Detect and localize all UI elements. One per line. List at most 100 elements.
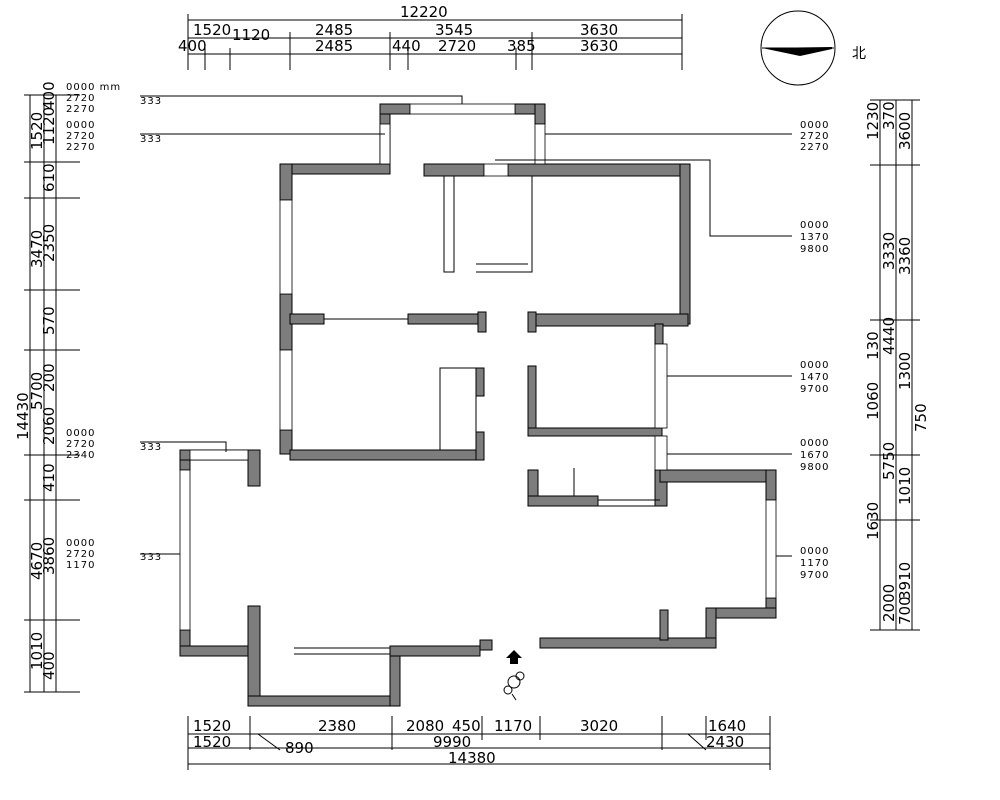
dim-top-2: 2485 bbox=[315, 21, 353, 39]
svg-text:0000: 0000 bbox=[800, 438, 829, 449]
dimension-left: 14430 1520 3470 5700 4670 1010 400 1120 … bbox=[14, 81, 80, 693]
svg-text:0000: 0000 bbox=[800, 360, 829, 371]
dim-right-outer-3: 4440 bbox=[880, 317, 898, 355]
dim-top-r2-2: 1120 bbox=[232, 26, 270, 44]
window-left-1 bbox=[279, 199, 293, 295]
window-tags-right: 0000 2720 2270 0000 1370 9800 0000 1470 … bbox=[495, 120, 829, 581]
dim-left-inner-3: 610 bbox=[40, 163, 58, 192]
compass: 北 bbox=[760, 10, 866, 86]
svg-text:0000: 0000 bbox=[800, 120, 829, 131]
dim-left-outer-2: 3470 bbox=[28, 230, 46, 268]
dim-right-inner-7: 1010 bbox=[896, 467, 914, 505]
dim-right-outer-4: 1300 bbox=[896, 352, 914, 390]
plant-icon bbox=[503, 671, 525, 701]
dim-right-outer-1: 3600 bbox=[896, 112, 914, 150]
dim-left-inner-4: 2350 bbox=[40, 224, 58, 262]
window-top-right bbox=[534, 123, 546, 165]
window-tag-right-3: 0000 1470 9700 bbox=[800, 360, 829, 395]
svg-text:2270: 2270 bbox=[66, 104, 95, 115]
dim-bottom-7: 1640 bbox=[708, 717, 746, 735]
dim-left-inner-2: 1120 bbox=[40, 107, 58, 145]
dim-right-inner-10: 700 bbox=[896, 596, 914, 625]
dimension-bottom: 1520 2380 2080 450 1170 3020 1640 1520 8… bbox=[187, 716, 771, 770]
svg-text:2720: 2720 bbox=[800, 131, 829, 142]
dim-right-inner-3: 3330 bbox=[880, 232, 898, 270]
dim-right-inner-5: 130 bbox=[864, 331, 882, 360]
svg-text:1370: 1370 bbox=[800, 232, 829, 243]
walls bbox=[179, 103, 777, 707]
svg-text:9700: 9700 bbox=[800, 570, 829, 581]
svg-text:1470: 1470 bbox=[800, 372, 829, 383]
window-tag-left-1: 0000 mm 2720 2270 333 bbox=[66, 82, 162, 115]
svg-text:333: 333 bbox=[140, 96, 162, 107]
window-left-2 bbox=[279, 349, 293, 431]
svg-text:333: 333 bbox=[140, 442, 162, 453]
svg-text:0000: 0000 bbox=[66, 120, 95, 131]
dimension-top: 12220 1520 2485 3545 3630 400 1120 2485 … bbox=[178, 3, 683, 70]
window-right-2 bbox=[654, 435, 668, 471]
svg-text:1170: 1170 bbox=[800, 558, 829, 569]
window-tags-left: 0000 mm 2720 2270 333 0000 2720 2270 333… bbox=[66, 82, 463, 571]
dim-left-inner-9: 3860 bbox=[40, 537, 58, 575]
dim-top-r2-1: 400 bbox=[178, 37, 207, 55]
dim-top-r2-7: 3630 bbox=[580, 37, 618, 55]
svg-text:0000: 0000 bbox=[800, 220, 829, 231]
dim-right-inner-1: 370 bbox=[880, 101, 898, 130]
svg-text:2720: 2720 bbox=[66, 439, 95, 450]
window-tag-left-4: 0000 2720 1170 333 bbox=[66, 538, 161, 571]
dim-right-inner-8: 3910 bbox=[896, 562, 914, 600]
dim-bottom-1: 1520 bbox=[193, 717, 231, 735]
north-arrow-icon bbox=[762, 47, 832, 56]
dim-right-inner-9: 2000 bbox=[880, 584, 898, 622]
svg-text:2270: 2270 bbox=[66, 142, 95, 153]
svg-text:1170: 1170 bbox=[66, 560, 95, 571]
window-tag-right-2: 0000 1370 9800 bbox=[800, 220, 829, 255]
window-tag-right-5: 0000 1170 9700 bbox=[800, 546, 829, 581]
dim-top-1: 1520 bbox=[193, 21, 231, 39]
svg-text:0000 mm: 0000 mm bbox=[66, 82, 121, 93]
dim-left-inner-5: 570 bbox=[40, 306, 58, 335]
dim-right-outer-5: 750 bbox=[912, 403, 930, 432]
dim-bottom-r2-4: 2430 bbox=[706, 733, 744, 751]
dim-left-outer-5: 1010 bbox=[28, 632, 46, 670]
dim-left-outer-1: 1520 bbox=[28, 112, 46, 150]
dim-right-inner-11: 1630 bbox=[864, 502, 882, 540]
dim-bottom-r2-1: 1520 bbox=[193, 733, 231, 751]
dim-left-total: 14430 bbox=[14, 392, 32, 440]
dim-bottom-r2-2: 890 bbox=[285, 739, 314, 757]
dim-left-inner-1: 400 bbox=[40, 81, 58, 110]
dim-top-r2-3: 2485 bbox=[315, 37, 353, 55]
window-tag-left-3: 0000 2720 2340 333 bbox=[66, 428, 162, 461]
dim-left-inner-6: 200 bbox=[40, 363, 58, 392]
dim-left-inner-10: 400 bbox=[40, 651, 58, 680]
window-top bbox=[409, 103, 516, 115]
entry-arrow-icon bbox=[506, 650, 522, 664]
dimension-right: 3600 3360 4440 1300 750 370 1230 3330 10… bbox=[864, 99, 930, 631]
window-right-1 bbox=[654, 343, 668, 429]
svg-text:2720: 2720 bbox=[66, 549, 95, 560]
svg-text:9800: 9800 bbox=[800, 462, 829, 473]
dim-bottom-2: 2380 bbox=[318, 717, 356, 735]
dim-bottom-r2-3: 9990 bbox=[433, 733, 471, 751]
svg-text:2270: 2270 bbox=[800, 142, 829, 153]
window-tag-left-2: 0000 2720 2270 333 bbox=[66, 120, 161, 153]
dim-bottom-3: 2080 bbox=[406, 717, 444, 735]
dim-right-inner-6: 5750 bbox=[880, 442, 898, 480]
window-small-top bbox=[483, 163, 509, 177]
svg-text:0000: 0000 bbox=[66, 538, 95, 549]
dim-bottom-5: 1170 bbox=[494, 717, 532, 735]
window-tag-right-1: 0000 2720 2270 bbox=[800, 120, 829, 153]
window-tag-right-4: 0000 1670 9800 bbox=[800, 438, 829, 473]
dim-bottom-6: 3020 bbox=[580, 717, 618, 735]
svg-text:1670: 1670 bbox=[800, 450, 829, 461]
compass-label: 北 bbox=[852, 46, 866, 62]
dim-left-outer-4: 4670 bbox=[28, 542, 46, 580]
window-right-3 bbox=[765, 499, 777, 599]
dim-left-outer-3: 5700 bbox=[28, 372, 46, 410]
window-living-top bbox=[189, 449, 249, 461]
interior-partitions bbox=[294, 175, 660, 655]
svg-text:2720: 2720 bbox=[66, 131, 95, 142]
dim-right-inner-2: 1230 bbox=[864, 102, 882, 140]
svg-text:0000: 0000 bbox=[800, 546, 829, 557]
entrance-marker bbox=[503, 650, 525, 701]
